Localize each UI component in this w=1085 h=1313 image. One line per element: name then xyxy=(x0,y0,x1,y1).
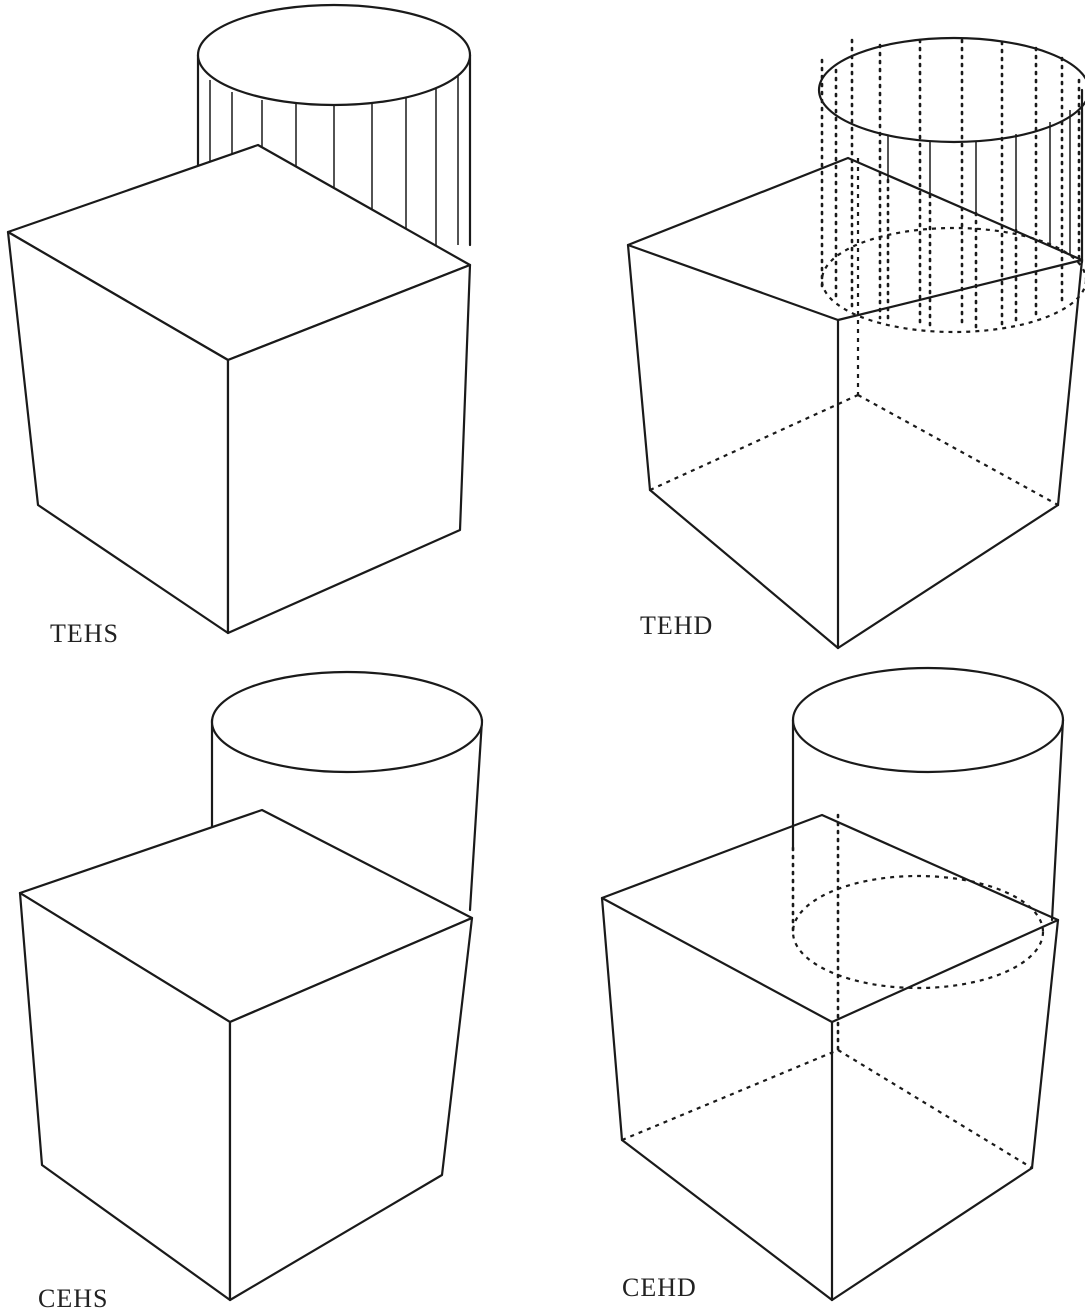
cehd-cube xyxy=(600,813,1060,1302)
panel-cehd: CEHD xyxy=(600,666,1065,1302)
tehs-cylinder xyxy=(196,3,472,247)
panel-cehs: CEHS xyxy=(18,670,484,1313)
panel-label-cehs: CEHS xyxy=(38,1284,108,1313)
panel-tehs: TEHS xyxy=(6,3,472,648)
tehs-cube xyxy=(6,143,472,635)
tehd-visible-facets xyxy=(887,110,1071,255)
tehd-cube xyxy=(626,156,1084,650)
tehd-hidden-facets xyxy=(820,38,1064,332)
tehd-cylinder xyxy=(817,36,1085,334)
panel-tehd: TEHD xyxy=(626,36,1085,650)
panel-label-tehs: TEHS xyxy=(50,619,119,648)
panel-label-tehd: TEHD xyxy=(640,611,713,640)
panel-label-cehd: CEHD xyxy=(622,1273,697,1302)
cehs-cube xyxy=(18,808,474,1302)
cehd-cylinder xyxy=(791,666,1065,990)
